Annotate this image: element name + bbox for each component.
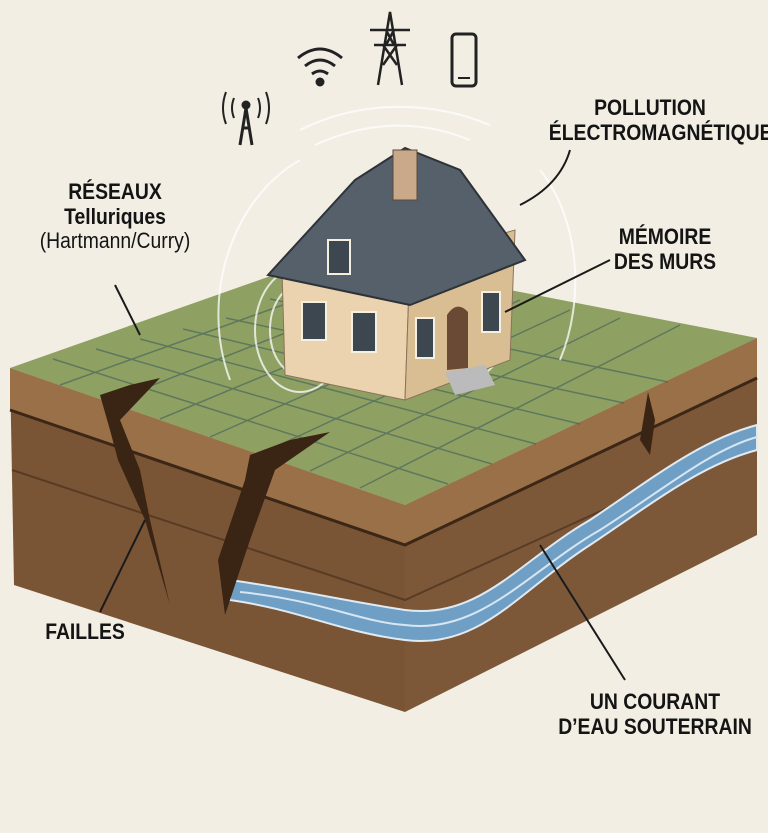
label-reseaux: RÉSEAUX Telluriques (Hartmann/Curry) <box>14 179 216 254</box>
pollution-leader-line <box>519 149 571 206</box>
power-pylon-icon <box>370 11 410 86</box>
courant-leader-line <box>539 544 626 681</box>
label-line: UN COURANT <box>589 689 721 714</box>
radio-tower-icon <box>222 91 270 146</box>
label-line: Telluriques <box>64 203 166 229</box>
label-memoire: MÉMOIRE DES MURS <box>599 224 731 274</box>
fault-crack <box>218 432 330 615</box>
block-left-face <box>10 368 405 712</box>
label-line: (Hartmann/Curry) <box>39 228 191 254</box>
house <box>266 146 527 401</box>
label-line: MÉMOIRE <box>618 224 712 249</box>
underground-water-stream <box>229 423 758 643</box>
label-failles: FAILLES <box>37 619 134 645</box>
label-line: D’EAU SOUTERRAIN <box>558 713 752 739</box>
label-line: ÉLECTROMAGNÉTIQUE <box>548 119 768 145</box>
label-pollution: POLLUTION ÉLECTROMAGNÉTIQUE <box>548 95 768 145</box>
fault-crack <box>100 378 170 605</box>
label-line: RÉSEAUX <box>68 179 162 204</box>
label-line: POLLUTION <box>594 95 706 120</box>
label-line: DES MURS <box>613 248 717 274</box>
wifi-icon <box>297 47 343 87</box>
smartphone-icon <box>450 32 478 88</box>
label-line: FAILLES <box>45 619 125 644</box>
reseaux-leader-line <box>114 284 141 336</box>
failles-leader-line <box>99 519 146 613</box>
memoire-leader-line <box>504 259 611 313</box>
fault-crack <box>640 392 655 455</box>
label-courant: UN COURANT D’EAU SOUTERRAIN <box>558 689 752 739</box>
